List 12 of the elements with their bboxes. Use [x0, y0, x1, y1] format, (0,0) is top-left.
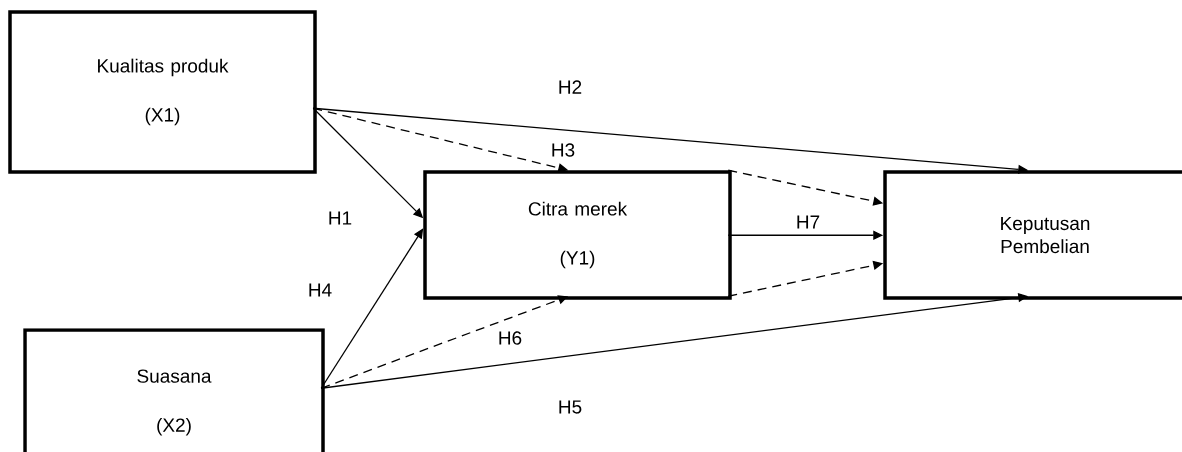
arrow	[320, 228, 424, 389]
variable-box: Keputusan Pembelian	[883, 170, 1182, 300]
variable-box: Kualitas produk (X1)	[8, 10, 317, 174]
edge-label: H6	[496, 330, 524, 346]
edge-label: H3	[549, 142, 577, 158]
edge-label: H7	[794, 214, 822, 230]
edge-label: H2	[556, 79, 584, 95]
variable-box: Suasana (X2)	[23, 328, 325, 452]
edge-label: H1	[326, 210, 354, 226]
variable-box: Citra merek (Y1)	[423, 170, 732, 300]
edge-label: H5	[556, 399, 584, 415]
edge-label: H4	[306, 282, 334, 298]
